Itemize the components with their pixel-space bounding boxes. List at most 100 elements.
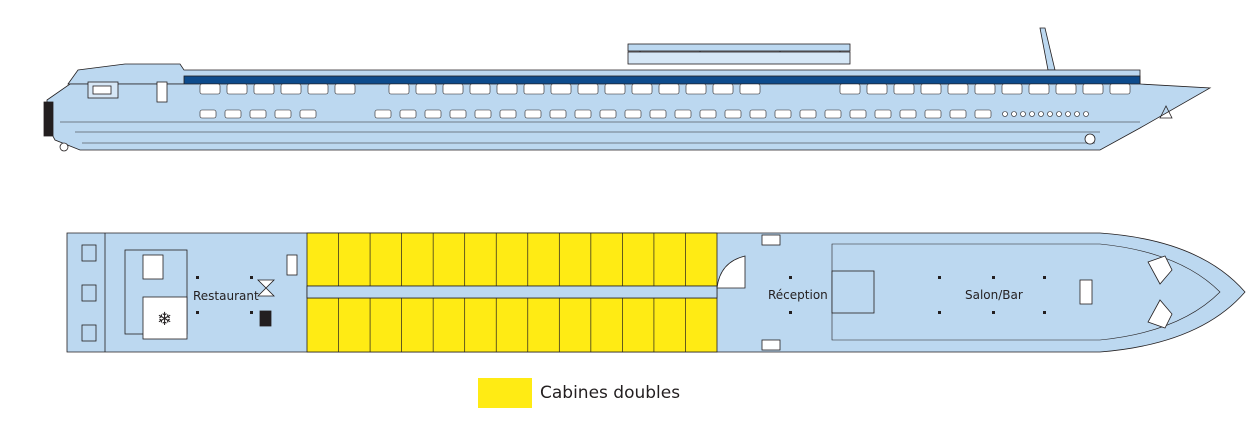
stairs-reception-bottom: [761, 339, 781, 351]
lower-window: [424, 109, 442, 119]
upper-window: [280, 83, 302, 95]
anchor-icon: [1084, 133, 1096, 145]
lower-window: [774, 109, 792, 119]
upper-window: [550, 83, 572, 95]
upper-window: [631, 83, 653, 95]
column-dot: [250, 276, 253, 279]
upper-window: [974, 83, 996, 95]
room-label-reception: Réception: [768, 288, 828, 302]
bow-console-top: [1147, 255, 1173, 285]
lower-window: [874, 109, 892, 119]
spiral-staircase: [716, 255, 746, 289]
lower-window: [449, 109, 467, 119]
upper-window: [577, 83, 599, 95]
lower-window: [274, 109, 292, 119]
lower-window: [249, 109, 267, 119]
reception-desk: [831, 270, 875, 314]
lower-window: [599, 109, 617, 119]
sun-deck-canopy: [627, 43, 851, 52]
upper-window: [739, 83, 761, 95]
upper-window: [947, 83, 969, 95]
ship-deck-plan: ❄: [66, 232, 1246, 353]
upper-window: [866, 83, 888, 95]
upper-window: [1028, 83, 1050, 95]
lower-window: [474, 109, 492, 119]
column-markers: [196, 276, 1046, 314]
corridor: [306, 285, 718, 299]
locker-1: [81, 244, 97, 262]
hourglass-icon: [257, 279, 275, 297]
inner-salon-wall: [831, 243, 1221, 341]
lower-window: [299, 109, 317, 119]
legend: Cabines doubles: [478, 378, 680, 408]
stern-block: [43, 101, 54, 137]
porthole: [1056, 111, 1062, 117]
room-label-salon-bar: Salon/Bar: [965, 288, 1023, 302]
lower-window: [374, 109, 392, 119]
locker-3: [81, 324, 97, 342]
upper-window: [839, 83, 861, 95]
porthole: [1074, 111, 1080, 117]
porthole: [1002, 111, 1008, 117]
lower-window: [949, 109, 967, 119]
upper-window: [307, 83, 329, 95]
upper-window: [415, 83, 437, 95]
lower-window: [724, 109, 742, 119]
upper-window: [523, 83, 545, 95]
upper-window: [442, 83, 464, 95]
porthole: [1047, 111, 1053, 117]
lower-window: [549, 109, 567, 119]
flag-icon: [1159, 105, 1173, 119]
upper-window: [496, 83, 518, 95]
stairs-aft: [142, 254, 164, 280]
lower-window: [974, 109, 992, 119]
column-dot: [992, 276, 995, 279]
pillar-icon: [259, 310, 272, 327]
stairs-reception-top: [761, 234, 781, 246]
lower-window: [224, 109, 242, 119]
legend-swatch-icon: [478, 378, 532, 408]
column-dot: [250, 311, 253, 314]
upper-window: [1082, 83, 1104, 95]
upper-window: [604, 83, 626, 95]
room-label-restaurant: Restaurant: [193, 289, 259, 303]
legend-label: Cabines doubles: [540, 383, 681, 403]
column-dot: [938, 311, 941, 314]
porthole: [1029, 111, 1035, 117]
stairs-bar: [1079, 279, 1093, 305]
wheelhouse-window: [92, 85, 112, 95]
column-dot: [1043, 276, 1046, 279]
porthole: [1083, 111, 1089, 117]
side-windows: [199, 83, 1131, 119]
lower-window: [199, 109, 217, 119]
column-dot: [1043, 311, 1046, 314]
upper-window: [893, 83, 915, 95]
upper-window: [712, 83, 734, 95]
bow-console-bottom: [1147, 299, 1173, 329]
stairs-mid: [286, 254, 298, 276]
column-dot: [196, 311, 199, 314]
lower-window: [924, 109, 942, 119]
column-dot: [196, 276, 199, 279]
lower-window: [674, 109, 692, 119]
column-dot: [992, 311, 995, 314]
door: [156, 81, 168, 103]
upper-window: [469, 83, 491, 95]
lower-window: [849, 109, 867, 119]
lower-window: [749, 109, 767, 119]
porthole: [1020, 111, 1026, 117]
column-dot: [789, 311, 792, 314]
column-dot: [789, 276, 792, 279]
cabin-dividers: [338, 233, 686, 352]
cold-room: [142, 296, 188, 340]
porthole: [1011, 111, 1017, 117]
porthole: [1065, 111, 1071, 117]
upper-window: [199, 83, 221, 95]
lower-window: [899, 109, 917, 119]
upper-window: [658, 83, 680, 95]
upper-window: [388, 83, 410, 95]
lower-window: [499, 109, 517, 119]
upper-window: [1055, 83, 1077, 95]
lower-window: [699, 109, 717, 119]
